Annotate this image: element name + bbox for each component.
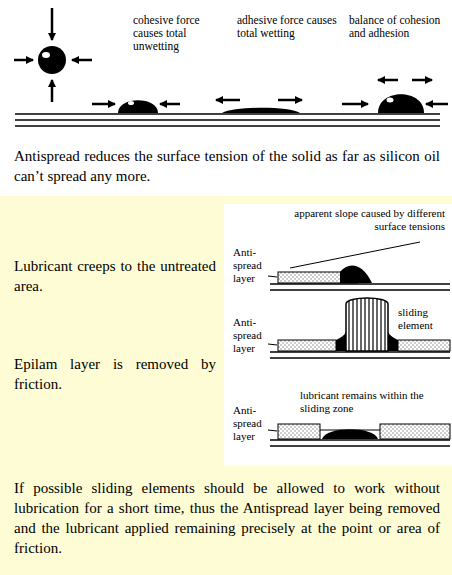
layer-label: Anti-spread layer (233, 404, 271, 443)
droplet-sphere (38, 46, 66, 74)
body-text: Epilam layer is removed by friction. (14, 354, 216, 394)
surface (15, 114, 440, 126)
callout-label: apparent slope caused by different surfa… (290, 207, 445, 233)
force-label: cohesive force causes total unwetting (133, 14, 225, 53)
body-text: Lubricant creeps to the untreated area. (14, 256, 216, 296)
force-label: balance of cohesion and adhesion (349, 14, 445, 40)
droplet-flat (118, 100, 158, 113)
substrate-3 (268, 424, 450, 446)
body-text: If possible sliding elements should be a… (14, 478, 440, 558)
film (222, 108, 300, 113)
layer-label: Anti-spread layer (233, 316, 271, 355)
force-label: adhesive force causes total wetting (237, 14, 337, 40)
right-panel (224, 204, 452, 466)
layer-label: Anti-spread layer (233, 246, 271, 285)
force-arrows (14, 8, 448, 104)
droplet-dome (378, 94, 424, 113)
body-text: Antispread reduces the surface tension o… (14, 146, 440, 186)
substrate-2 (268, 298, 450, 358)
substrate-1 (268, 242, 450, 290)
top-panel (0, 0, 452, 196)
callout-label: lubricant remains within the sliding zon… (300, 389, 448, 415)
callout-label: sliding element (398, 306, 448, 332)
